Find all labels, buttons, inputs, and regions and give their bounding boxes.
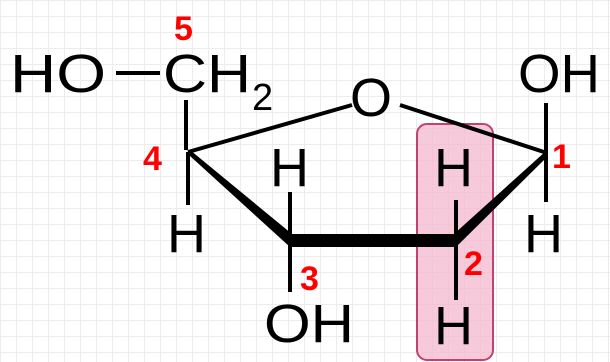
bond-c4-o (187, 103, 353, 154)
c1-oh-label: OH (518, 44, 600, 104)
wedge-c4-c3 (190, 150, 292, 247)
ring-oxygen-label: O (350, 68, 392, 128)
carbon-number-5: 5 (174, 10, 193, 48)
c3-h-label: H (270, 138, 309, 198)
c1-h-label: H (524, 204, 563, 264)
c5-ho-label: HO (10, 44, 106, 104)
wedge-c3-c2 (290, 234, 456, 247)
c5-subscript-label: 2 (252, 77, 273, 119)
wedge-bonds (190, 150, 548, 247)
c3-oh-label: OH (264, 294, 354, 354)
c5-ch-label: CH (163, 44, 251, 104)
wedge-c2-c1 (454, 151, 548, 247)
bond-o-c1 (399, 103, 548, 155)
c2-h-top-label: H (434, 138, 473, 198)
carbon-number-4: 4 (143, 140, 162, 178)
c4-h-label: H (167, 204, 206, 264)
carbon-number-2: 2 (464, 245, 483, 283)
carbon-number-3: 3 (300, 260, 319, 298)
carbon-numbers: 5 4 3 2 1 (143, 10, 571, 298)
carbon-number-1: 1 (552, 138, 571, 176)
c2-h-bottom-label: H (434, 296, 473, 356)
